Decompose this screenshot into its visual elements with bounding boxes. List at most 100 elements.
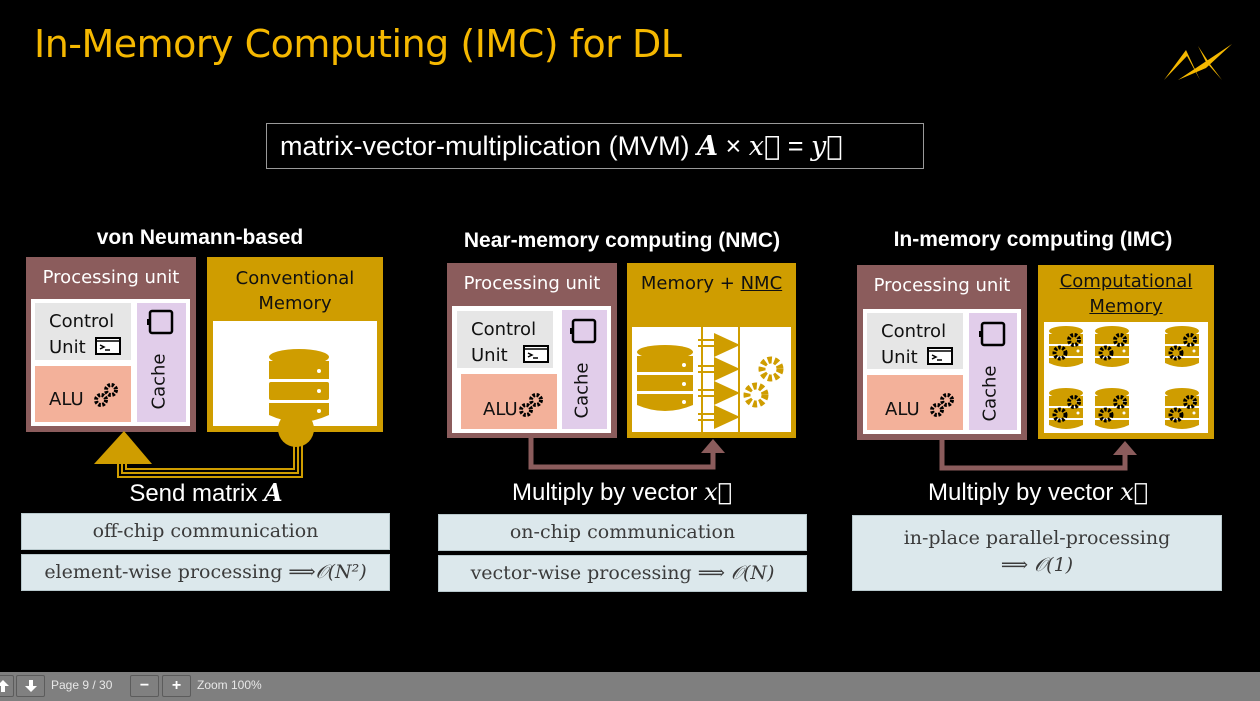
mvm-vector-x: x⃗ [748,131,781,162]
control-unit-block: Control Unit [457,311,553,368]
cache-label: Cache [571,362,593,419]
gears-icon [930,393,955,417]
alu-block: ALU [461,374,557,429]
control-unit-block: Control Unit [867,313,963,369]
arrow-down-icon [24,680,37,692]
mvm-text: matrix-vector-multiplication (MVM) [280,131,698,161]
on-chip-connector-arrow [528,435,725,470]
control-unit-label-line1: Control [881,321,947,342]
bus-arrow-head [94,431,152,464]
gears-icon [518,393,543,417]
control-unit-label-line2: Unit [881,347,918,368]
caption-text: Multiply by vector [512,479,705,506]
mvm-vector-y: y⃗ [811,131,843,162]
cache-label: Cache [148,353,170,410]
note-complexity-text: vector-wise processing ⟹ [470,562,731,584]
memory-title: Computational Memory [1038,265,1214,319]
note-complexity-order: 𝒪(N) [731,562,775,584]
memory-title-line1: Computational [1059,271,1193,292]
caption-symbol: A [264,478,283,507]
processing-unit-title: Processing unit [42,267,180,288]
nmc-datapath-illustration [637,327,784,432]
alu-block: ALU [867,375,963,430]
processing-unit-inner: Control Unit ALU Cache [863,309,1021,434]
processing-unit-title: Processing unit [873,275,1011,296]
zoom-out-button[interactable]: − [130,675,159,697]
memory-inner [1044,322,1208,433]
caption-multiply-vector: Multiply by vector x⃗ [436,478,808,507]
memory-chip-icon [979,321,1006,347]
caption-symbol: x⃗ [704,478,732,506]
note-text: in-place parallel-processing [903,527,1171,549]
note-communication: on-chip communication [438,514,807,551]
processing-unit-title: Processing unit [463,273,601,294]
section-title-von-neumann: von Neumann-based [96,226,304,249]
slide-title: In-Memory Computing (IMC) for DL [34,22,682,66]
note-implies: ⟹ [1000,554,1035,576]
note-parallel-processing: in-place parallel-processing ⟹ 𝒪(1) [852,515,1222,591]
memory-title: Memory + NMC [627,263,796,296]
memory-title-line2: Memory [1089,296,1163,317]
control-unit-label-line1: Control [49,311,115,332]
processing-unit-block: Processing unit Control Unit ALU Cache [447,263,617,438]
memory-title-line1: Conventional [235,268,355,289]
section-title-nmc: Near-memory computing (NMC) [463,229,781,252]
note-complexity-text: element-wise processing ⟹ [44,561,316,583]
memory-title-prefix: Memory + [640,273,741,294]
memory-chip-icon [147,309,174,335]
control-unit-label-line2: Unit [471,345,508,366]
cache-label: Cache [979,365,1001,422]
zoom-indicator: Zoom 100% [197,678,262,692]
ax-logo-icon [1164,44,1232,80]
page-indicator: Page 9 / 30 [51,678,113,692]
processing-unit-block: Processing unit Control Unit ALU Cache [857,265,1027,440]
cache-block: Cache [562,310,607,429]
alu-label: ALU [483,399,518,420]
conventional-memory-block: Conventional Memory [207,257,383,432]
note-complexity-order: 𝒪(N²) [315,561,367,583]
processing-unit-inner: Control Unit ALU Cache [452,306,611,433]
database-icon [637,345,693,411]
viewer-toolbar: Page 9 / 30 − + Zoom 100% [0,672,1260,701]
memory-chip-icon [570,318,597,344]
processing-unit-block: Processing unit Control Unit ALU Cache [26,257,196,432]
mvm-times: × [718,131,749,161]
memory-inner [632,327,791,432]
terminal-icon [95,337,122,355]
cache-block: Cache [969,313,1017,430]
control-unit-label-line2-row: Unit [471,343,553,369]
mvm-formula-box: matrix-vector-multiplication (MVM) A × x… [266,123,924,169]
terminal-icon [523,345,550,363]
control-unit-label-line2: Unit [49,337,86,358]
prev-page-button[interactable] [0,675,14,697]
gears-icon [743,356,784,408]
mvm-equals: = [780,131,812,161]
note-complexity: element-wise processing ⟹𝒪(N²) [21,554,390,591]
compute-memory-cell-icon [1095,388,1129,429]
control-unit-block: Control Unit [35,303,131,360]
next-page-button[interactable] [16,675,45,697]
off-chip-bus-connector [94,411,314,478]
compute-memory-cell-icon [1165,388,1199,429]
note-complexity: vector-wise processing ⟹ 𝒪(N) [438,555,807,592]
buffer-arrows-icon [698,333,740,429]
compute-memory-cell-icon [1165,326,1199,367]
compute-memory-cell-icon [1049,326,1083,367]
caption-text: Multiply by vector [928,479,1121,506]
alu-label: ALU [49,389,84,410]
in-place-connector-arrow [939,437,1137,471]
alu-label: ALU [885,399,920,420]
memory-title: Conventional Memory [207,257,383,316]
zoom-in-button[interactable]: + [162,675,191,697]
control-unit-label-line1: Control [471,319,537,340]
computational-memory-block: Computational Memory [1038,265,1214,439]
caption-send-matrix: Send matrix A [20,478,392,508]
note-communication: off-chip communication [21,513,390,550]
gears-icon [94,383,119,407]
caption-multiply-vector: Multiply by vector x⃗ [852,478,1224,507]
note-complexity-order: 𝒪(1) [1034,554,1074,576]
alu-block: ALU [35,366,131,422]
processing-unit-inner: Control Unit ALU Cache [31,299,190,426]
memory-title-line2: Memory [258,293,332,314]
memory-inner [213,321,377,426]
